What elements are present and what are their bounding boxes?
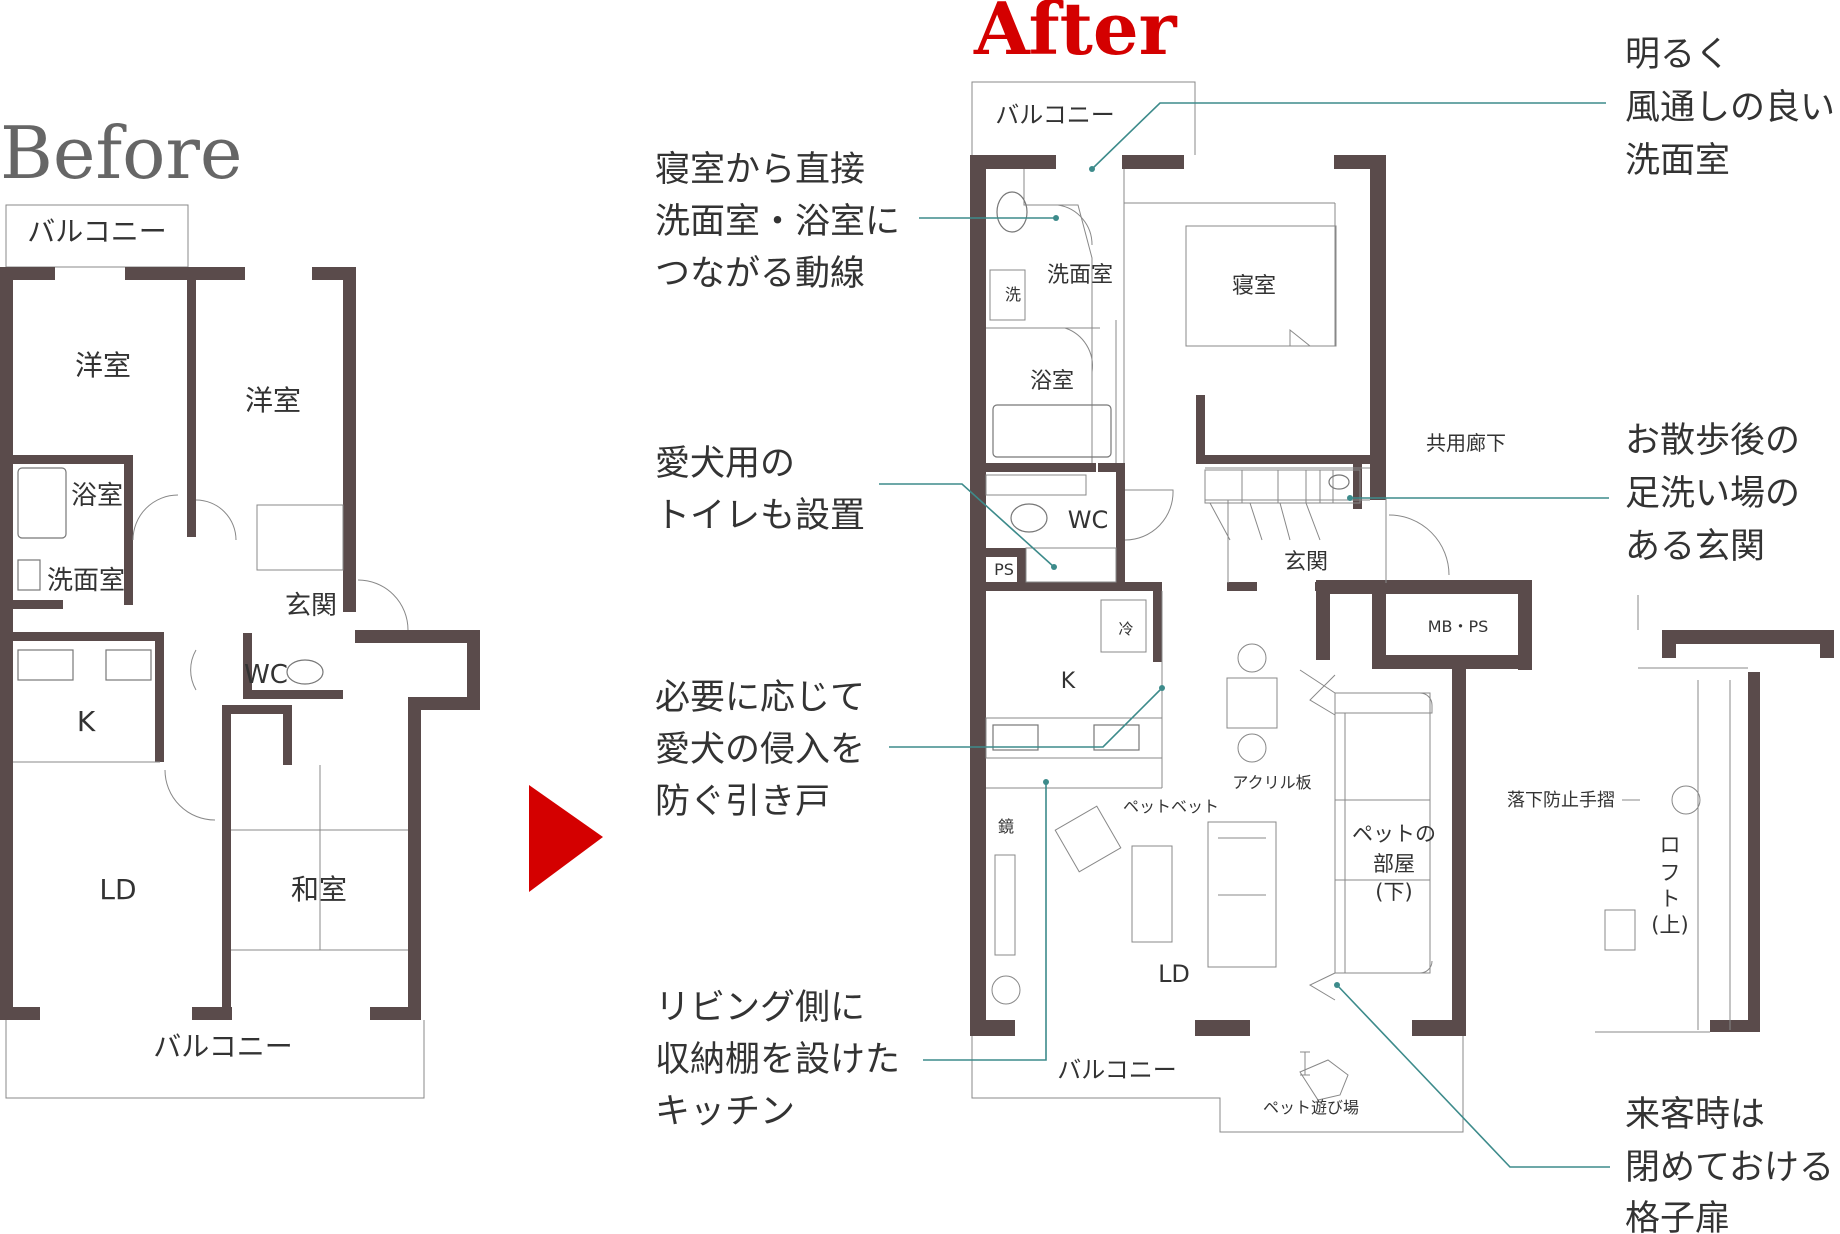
loft-wall-top — [1662, 630, 1832, 644]
callout-lattice-door-2: 閉めておける — [1625, 1148, 1834, 1188]
callout-kitchen-shelf-1: リビング側に — [655, 988, 865, 1028]
after-label-pet-play: ペット遊び場 — [1263, 1098, 1359, 1117]
after-coffee-table — [1131, 845, 1173, 943]
before-label-entrance: 玄関 — [285, 591, 337, 621]
after-label-pet-room-1: ペットの — [1352, 822, 1436, 846]
before-heading: Before — [0, 111, 243, 195]
callout-line-dog-toilet — [879, 483, 1055, 568]
after-label-mirror: 鏡 — [998, 817, 1014, 836]
callout-line-kitchen-shelf — [923, 782, 1047, 1061]
after-label-entrance: 玄関 — [1284, 550, 1328, 575]
after-label-acrylic: アクリル板 — [1232, 773, 1311, 792]
before-label-balcony-top: バルコニー — [27, 215, 166, 248]
before-label-balcony-bottom: バルコニー — [153, 1030, 292, 1063]
callout-line-wash-bright — [1091, 102, 1606, 170]
after-label-fall-rail: 落下防止手摺 — [1507, 790, 1615, 811]
after-kitchen-sink — [1093, 724, 1140, 751]
after-balcony-top — [971, 81, 1196, 155]
after-sofa — [1207, 821, 1277, 968]
callout-line-lattice-door — [1336, 984, 1610, 1168]
before-label-western-1: 洋室 — [75, 349, 131, 382]
after-plant — [991, 975, 1021, 1005]
before-label-washroom: 洗面室 — [47, 566, 125, 596]
after-label-pet-bed: ペットベット — [1123, 797, 1219, 816]
after-wall-left — [970, 155, 986, 1035]
before-label-western-2: 洋室 — [245, 384, 301, 417]
callout-bedroom-path-1: 寝室から直接 — [655, 150, 865, 190]
after-kitchen-counter — [985, 717, 1163, 759]
after-label-loft-2: フ — [1660, 861, 1681, 885]
after-label-loft-3: ト — [1660, 887, 1681, 911]
before-label-japanese: 和室 — [291, 873, 347, 906]
callout-sliding-door-3: 防ぐ引き戸 — [655, 782, 830, 822]
callout-dog-toilet-1: 愛犬用の — [655, 444, 795, 484]
callout-dog-toilet-2: トイレも設置 — [655, 496, 865, 536]
after-label-wash: 洗 — [1005, 285, 1021, 304]
before-label-kitchen: K — [77, 705, 96, 738]
callout-lattice-door-1: 来客時は — [1625, 1095, 1765, 1135]
before-to-after-arrow — [529, 785, 603, 892]
after-bed — [1185, 225, 1337, 347]
after-label-loft-1: ロ — [1660, 833, 1681, 857]
callout-sliding-door-2: 愛犬の侵入を — [655, 730, 865, 770]
before-balcony-top — [5, 204, 189, 268]
before-bathtub — [17, 467, 67, 539]
after-label-balcony-top: バルコニー — [995, 101, 1115, 129]
callout-bedroom-path-3: つながる動線 — [655, 254, 865, 294]
before-balcony-bottom — [5, 1020, 425, 1099]
callout-lattice-door-3: 格子扉 — [1625, 1199, 1730, 1234]
after-dining-table — [1226, 677, 1278, 729]
after-pet-bed — [1054, 805, 1122, 873]
after-label-loft-4: (上) — [1651, 913, 1688, 937]
callout-foot-wash-1: お散歩後の — [1625, 421, 1800, 461]
before-wall-left — [0, 267, 13, 1020]
after-label-kitchen: K — [1061, 669, 1076, 694]
after-label-pet-room-3: (下) — [1375, 880, 1412, 904]
after-bathtub — [992, 404, 1112, 458]
after-plan: After — [970, 0, 1834, 1133]
after-label-ld: LD — [1158, 960, 1190, 988]
callout-kitchen-shelf-2: 収納棚を設けた — [655, 1040, 900, 1080]
callout-foot-wash-2: 足洗い場の — [1625, 474, 1800, 514]
after-label-corridor: 共用廊下 — [1426, 431, 1506, 455]
after-label-bedroom: 寝室 — [1232, 274, 1276, 299]
callout-line-sliding-door — [889, 687, 1163, 748]
after-foot-wash-sink — [1328, 474, 1350, 490]
before-toilet — [286, 659, 324, 685]
after-label-fridge: 冷 — [1118, 620, 1133, 638]
after-label-wc: WC — [1068, 506, 1109, 534]
callout-kitchen-shelf-3: キッチン — [655, 1092, 795, 1132]
after-label-washroom: 洗面室 — [1047, 263, 1113, 288]
before-stove — [105, 649, 152, 681]
after-label-mbps: MB・PS — [1428, 617, 1489, 636]
callout-bedroom-path-2: 洗面室・浴室に — [655, 202, 900, 242]
after-label-balcony-bottom: バルコニー — [1057, 1056, 1177, 1084]
callout-foot-wash-3: ある玄関 — [1625, 527, 1765, 567]
after-mirror — [994, 854, 1016, 956]
after-heading: After — [973, 0, 1178, 71]
after-balcony-bottom — [971, 1036, 1464, 1133]
before-label-wc: WC — [244, 660, 288, 690]
before-label-ld: LD — [99, 873, 136, 906]
before-sink — [17, 649, 74, 681]
callout-wash-bright-3: 洗面室 — [1625, 141, 1730, 181]
after-stove — [992, 724, 1039, 751]
callout-wash-bright-2: 風通しの良い — [1625, 88, 1835, 128]
after-washbasin — [996, 191, 1028, 233]
after-label-pet-room-2: 部屋 — [1373, 852, 1415, 876]
after-label-ps: PS — [994, 560, 1014, 579]
before-plan: Before — [0, 111, 480, 1099]
after-label-bath: 浴室 — [1030, 369, 1074, 394]
callout-sliding-door-1: 必要に応じて — [655, 678, 865, 718]
callouts: 明るく 風通しの良い 洗面室 寝室から直接 洗面室・浴室に つながる動線 愛犬用… — [655, 35, 1835, 1234]
before-label-bath: 浴室 — [71, 481, 123, 511]
callout-wash-bright-1: 明るく — [1625, 35, 1730, 75]
after-toilet — [1010, 503, 1048, 533]
